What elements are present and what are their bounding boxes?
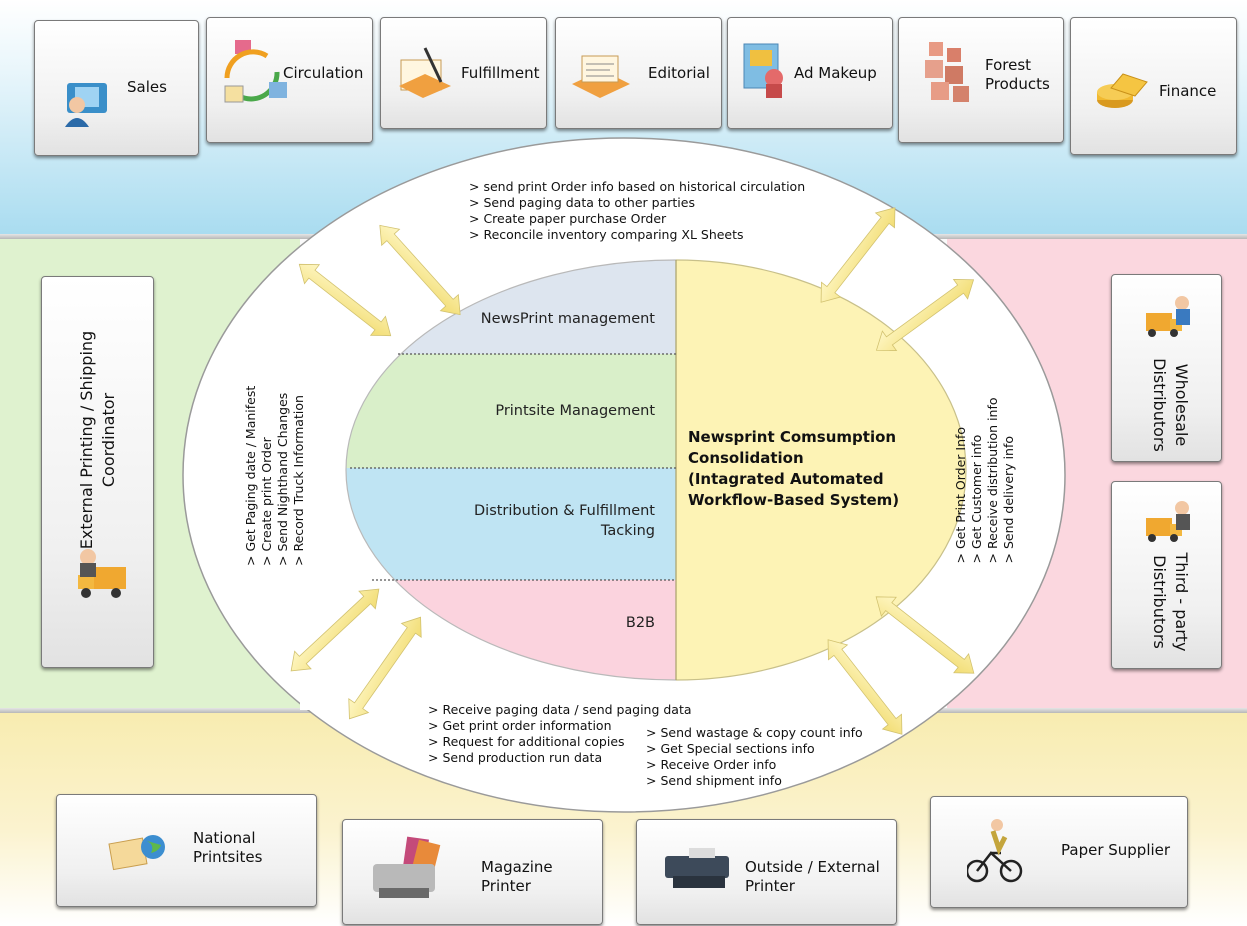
card-wholesale-label: Wholesale Distributors	[1150, 358, 1191, 452]
arrow-top-left-2	[298, 263, 392, 337]
right-notes: > Get Print Order Info > Get Customer in…	[953, 389, 1017, 564]
module-distribution-label: Distribution & Fulfillment Tacking	[474, 503, 655, 539]
card-magazine-printer[interactable]: Magazine Printer	[342, 819, 603, 925]
top-note: > Reconcile inventory comparing XL Sheet…	[469, 227, 744, 242]
arrow-top-right-2	[875, 279, 975, 351]
card-paper-supplier-label: Paper Supplier	[1061, 841, 1171, 859]
paper-supplier-icon	[967, 819, 1023, 883]
arrow-bottom-right-2	[875, 596, 975, 674]
card-finance[interactable]: Finance	[1070, 17, 1237, 155]
bottom-note: > Send shipment info	[646, 773, 782, 788]
card-external-printer[interactable]: Outside / External Printer	[636, 819, 897, 925]
external-printer-icon	[665, 848, 729, 888]
top-note: > send print Order info based on histori…	[469, 179, 806, 194]
circulation-icon	[224, 40, 287, 103]
card-fulfillment[interactable]: Fulfillment	[380, 17, 547, 129]
coordinator-truck-icon	[78, 549, 126, 598]
card-sales-label: Sales	[127, 78, 167, 96]
card-third-party-label: Third - party Distributors	[1150, 552, 1191, 652]
right-note: > Get Customer info	[969, 434, 984, 564]
card-forest-products[interactable]: Forest Products	[898, 17, 1064, 143]
card-external-printer-label: Outside / External Printer	[745, 858, 880, 895]
card-ad-makeup-label: Ad Makeup	[794, 64, 877, 82]
bottom-note: > Receive Order info	[646, 757, 777, 772]
bottom-note: > Get Special sections info	[646, 741, 815, 756]
bottom-note: > Send production run data	[428, 750, 603, 765]
forest-products-icon	[925, 42, 969, 102]
third-party-icon	[1146, 501, 1190, 542]
left-note: > Record Truck Information	[291, 395, 306, 566]
card-external-coordinator-label: External Printing / Shipping Coordinator	[77, 330, 118, 550]
left-note: > Create print Order	[259, 437, 274, 566]
arrow-bottom-left-2	[348, 616, 422, 720]
bottom-notes-left: > Receive paging data / send paging data…	[428, 702, 692, 766]
arrow-top-right-1	[820, 207, 896, 303]
fulfillment-icon	[399, 47, 451, 98]
module-printsite-label: Printsite Management	[495, 403, 655, 419]
top-note: > Send paging data to other parties	[469, 195, 695, 210]
top-notes: > send print Order info based on histori…	[469, 179, 805, 243]
left-notes: > Get Paging date / Manifest > Create pr…	[243, 366, 307, 566]
card-forest-products-label: Forest Products	[985, 56, 1050, 93]
bottom-note: > Receive paging data / send paging data	[428, 702, 692, 717]
right-note: > Receive distribution info	[985, 397, 1000, 564]
module-b2b-label: B2B	[625, 615, 655, 631]
card-magazine-printer-label: Magazine Printer	[481, 858, 553, 895]
sales-icon	[65, 83, 107, 127]
left-note: > Send Nighthand Changes	[275, 392, 290, 566]
left-note: > Get Paging date / Manifest	[243, 385, 258, 566]
top-note: > Create paper purchase Order	[469, 211, 667, 226]
card-sales[interactable]: Sales	[34, 20, 199, 156]
card-third-party-distributors[interactable]: Third - party Distributors	[1111, 481, 1222, 669]
arrow-bottom-left-1	[290, 588, 380, 672]
module-newsprint-label: NewsPrint management	[480, 311, 655, 327]
card-finance-label: Finance	[1159, 82, 1217, 100]
bottom-note: > Send wastage & copy count info	[646, 725, 863, 740]
card-external-coordinator[interactable]: External Printing / Shipping Coordinator	[41, 276, 154, 668]
bottom-notes-right: > Send wastage & copy count info > Get S…	[646, 725, 863, 789]
core-system-label: Newsprint Comsumption Consolidation (Int…	[688, 428, 900, 509]
card-national-printsites[interactable]: National Printsites	[56, 794, 317, 907]
bottom-note: > Get print order information	[428, 718, 612, 733]
card-ad-makeup[interactable]: Ad Makeup	[727, 17, 893, 129]
card-national-printsites-label: National Printsites	[193, 829, 263, 866]
editorial-icon	[572, 55, 630, 98]
wholesale-icon	[1146, 296, 1190, 337]
card-wholesale-distributors[interactable]: Wholesale Distributors	[1111, 274, 1222, 462]
arrow-bottom-right-1	[827, 639, 903, 735]
card-circulation-label: Circulation	[283, 64, 364, 82]
right-note: > Send delivery info	[1001, 435, 1016, 564]
bottom-note: > Request for additional copies	[428, 734, 625, 749]
finance-icon	[1097, 73, 1148, 108]
card-circulation[interactable]: Circulation	[206, 17, 373, 143]
card-fulfillment-label: Fulfillment	[461, 64, 540, 82]
magazine-printer-icon	[373, 836, 441, 898]
card-paper-supplier[interactable]: Paper Supplier	[930, 796, 1188, 908]
arrow-top-left-1	[379, 224, 461, 316]
right-note: > Get Print Order Info	[953, 426, 968, 564]
card-editorial[interactable]: Editorial	[555, 17, 722, 129]
printsites-icon	[108, 835, 165, 871]
ad-makeup-icon	[743, 43, 783, 98]
card-editorial-label: Editorial	[648, 64, 710, 82]
core-system-area	[676, 259, 967, 681]
